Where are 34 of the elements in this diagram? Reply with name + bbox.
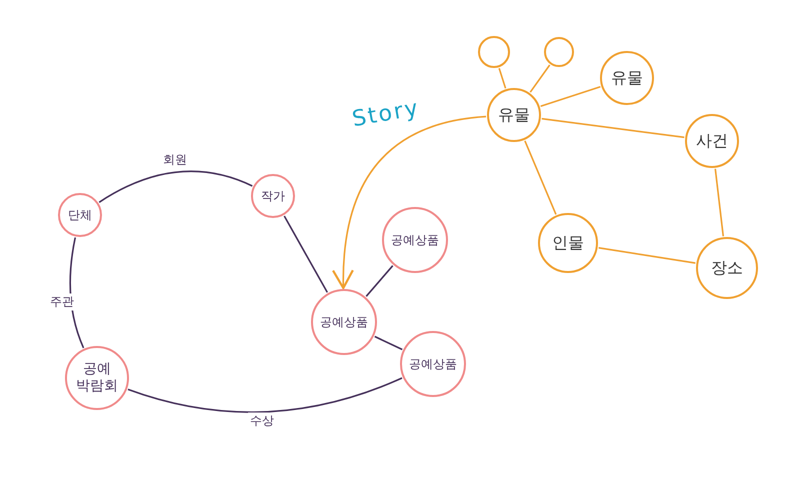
arrow xyxy=(332,116,486,290)
node-label: 공예상품 xyxy=(390,232,440,248)
node-label: 장소 xyxy=(710,258,744,278)
edge-label: 주관 xyxy=(48,294,76,310)
node-label: 사건 xyxy=(695,131,729,151)
topic-circle xyxy=(685,114,739,168)
connector-line xyxy=(498,68,506,89)
connector-line xyxy=(524,140,557,215)
node-label: 공예 박람회 xyxy=(75,360,119,396)
node-label: 유물 xyxy=(497,105,531,125)
edge-label: 수상 xyxy=(248,412,276,430)
topic-circle xyxy=(58,193,102,237)
connector-line xyxy=(98,170,253,203)
empty-circle xyxy=(478,36,510,68)
node-label: 인물 xyxy=(551,233,585,253)
connector-line xyxy=(530,64,550,93)
topic-circle xyxy=(487,88,541,142)
node-label: 공예상품 xyxy=(319,314,369,330)
connector-line xyxy=(542,118,684,138)
topic-circle xyxy=(600,51,654,105)
node-label: 유물 xyxy=(610,68,644,88)
empty-circle xyxy=(544,37,574,67)
topic-circle xyxy=(251,174,295,218)
node-label: 공예상품 xyxy=(408,356,458,372)
connector-line xyxy=(598,247,696,264)
edge-label: 회원 xyxy=(161,152,189,168)
connector-line xyxy=(284,216,328,293)
connector-line xyxy=(540,86,601,108)
node-label: 단체 xyxy=(67,208,93,222)
node-label: 작가 xyxy=(260,188,286,204)
connector-line xyxy=(128,377,402,413)
connector-line xyxy=(374,336,403,350)
connector-line xyxy=(714,168,724,236)
connector-line xyxy=(366,265,394,297)
